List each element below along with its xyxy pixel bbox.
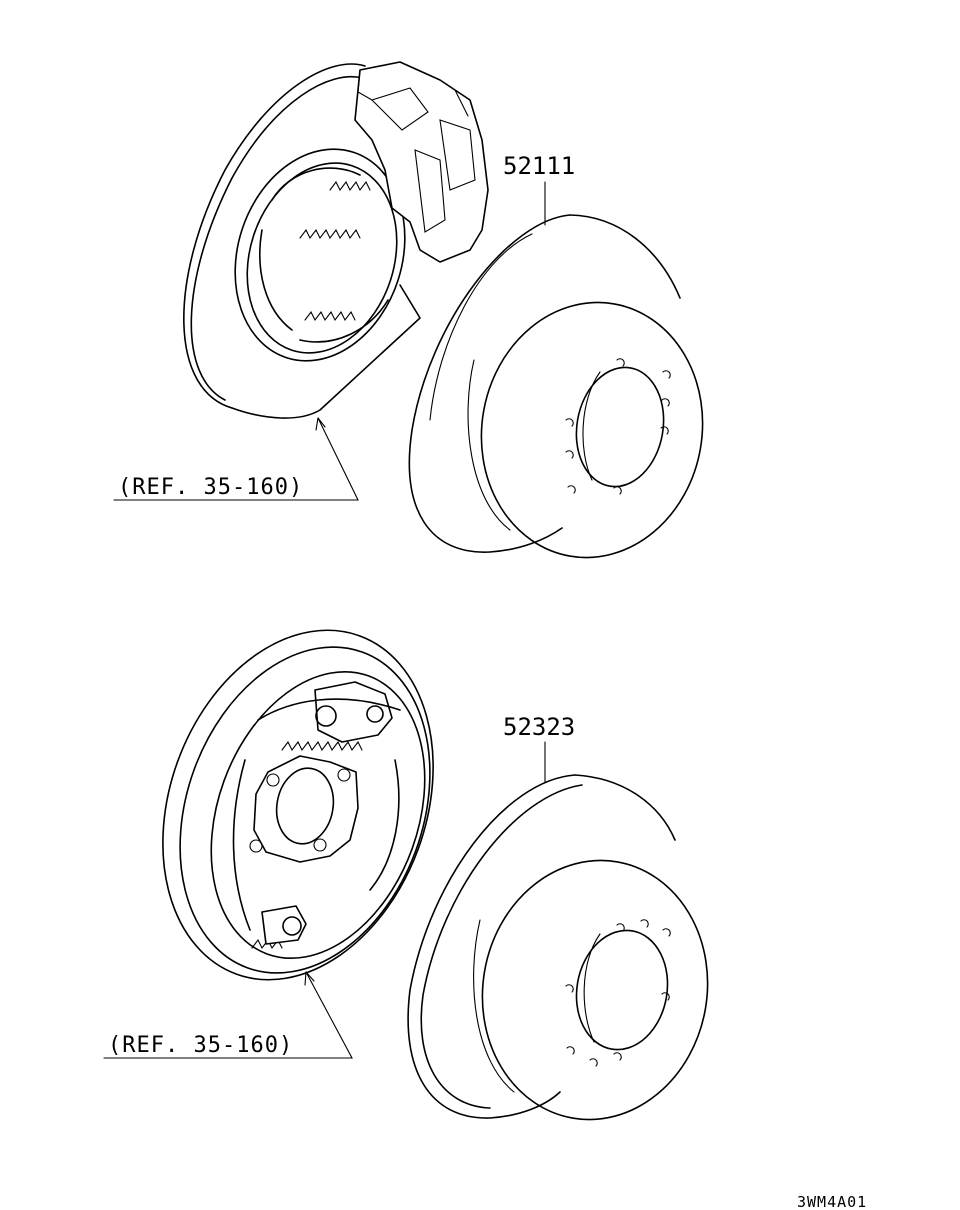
part-number-label: 52323 bbox=[503, 713, 575, 741]
backing-plate-drum-assembly bbox=[162, 629, 434, 981]
brake-drum bbox=[407, 774, 709, 1121]
brake-disc-rotor bbox=[408, 214, 704, 559]
reference-callout: (REF. 35-160) bbox=[113, 417, 359, 501]
backing-plate-disc-assembly bbox=[183, 61, 489, 419]
reference-callout: (REF. 35-160) bbox=[103, 971, 353, 1059]
drawing-code: 3WM4A01 bbox=[797, 1193, 867, 1210]
part-number-label: 52111 bbox=[503, 152, 575, 180]
svg-text:(REF. 35-160): (REF. 35-160) bbox=[108, 1033, 293, 1058]
svg-text:(REF. 35-160): (REF. 35-160) bbox=[118, 475, 303, 500]
